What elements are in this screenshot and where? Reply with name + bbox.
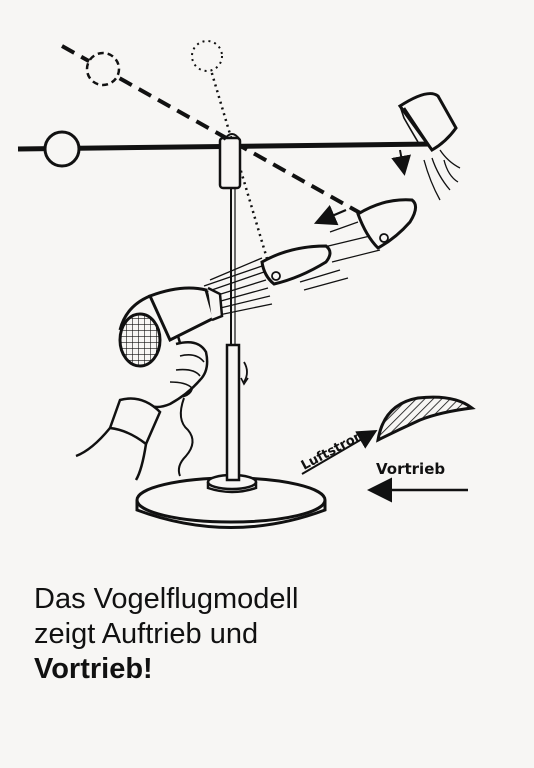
vortrieb-text: Vortrieb <box>376 460 445 478</box>
arm-dotted-position <box>191 40 270 263</box>
bird-flight-model-illustration: Luftstrom Vortrieb <box>17 40 476 529</box>
caption-line-2: zeigt Auftrieb und <box>34 618 259 650</box>
wing-lower <box>260 244 332 286</box>
arm-previous-position <box>61 44 363 216</box>
luftstrom-text: Luftstrom <box>299 426 370 473</box>
balance-arm <box>17 130 433 190</box>
luftstrom-label: Luftstrom <box>299 426 378 475</box>
stand-pole <box>225 160 249 482</box>
vortrieb-label: Vortrieb <box>367 460 468 503</box>
caption-line-1: Das Vogelflugmodell <box>34 583 299 615</box>
airfoil-cross-section <box>376 395 476 443</box>
wing-middle <box>313 198 417 263</box>
caption-line-3: Vortrieb! <box>34 653 153 685</box>
wing-upper <box>391 92 461 201</box>
caption: Das Vogelflugmodell zeigt Auftrieb und V… <box>34 582 514 687</box>
stand-base <box>135 473 327 529</box>
hand-with-sleeve <box>75 341 209 481</box>
